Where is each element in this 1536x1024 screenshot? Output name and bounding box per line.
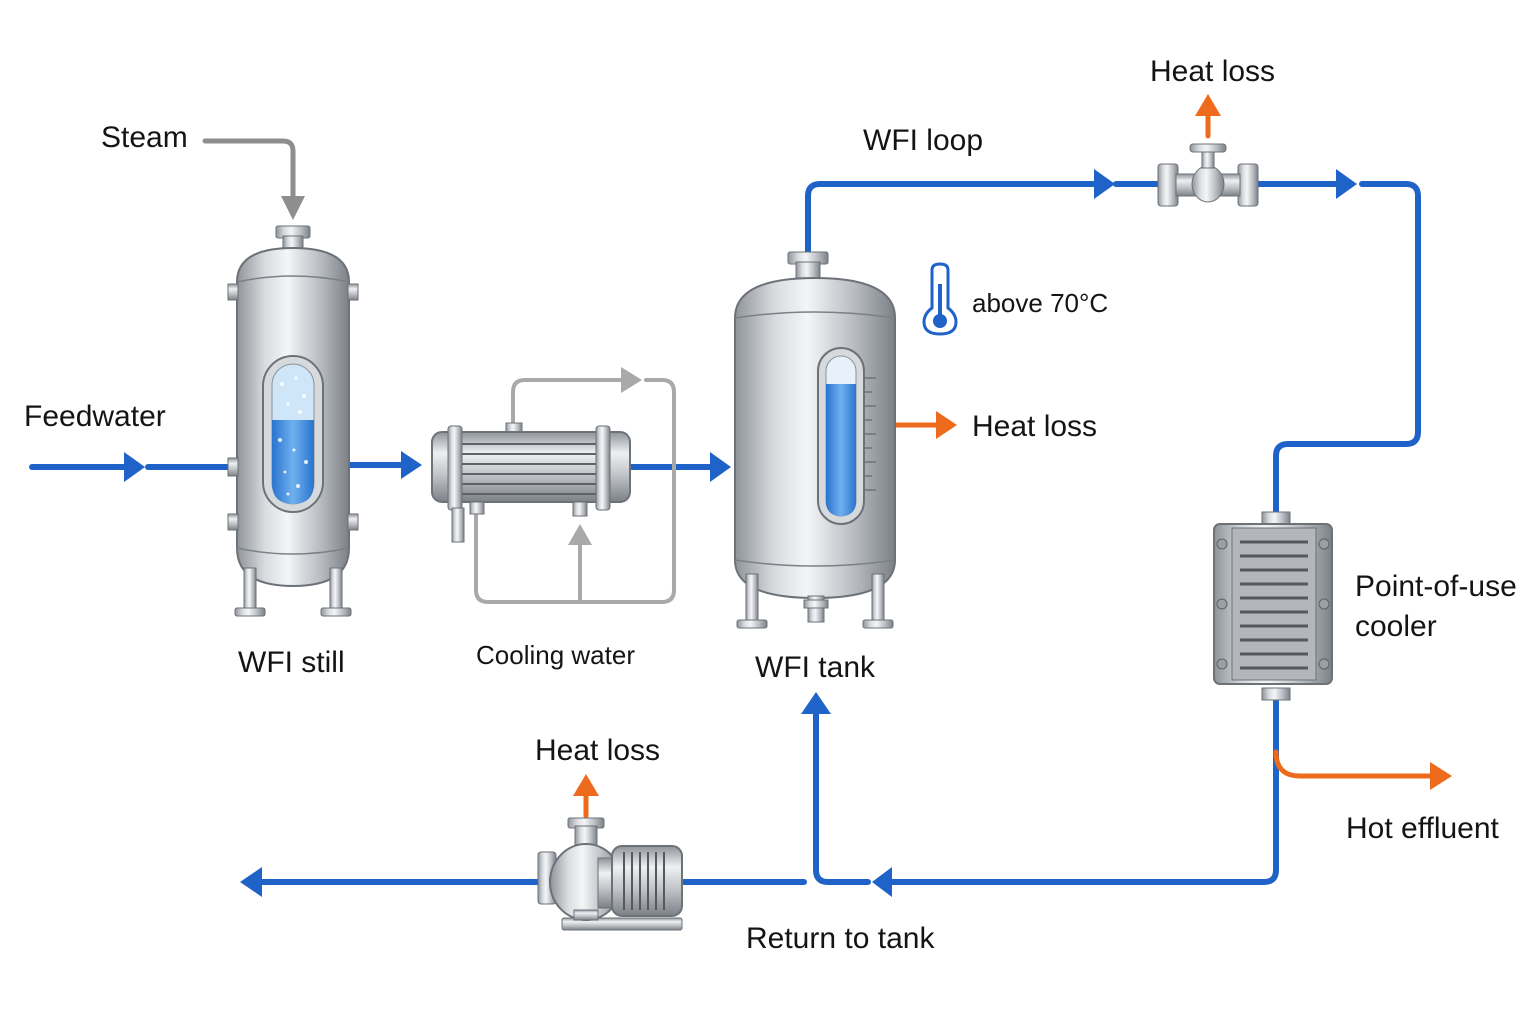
hot-effluent-label: Hot effluent [1346,812,1500,845]
arrow-head-icon [801,692,831,714]
labels: Steam Feedwater WFI still Cooling water … [24,55,1517,955]
arrow-head-icon [1094,169,1115,199]
wfi-still-label: WFI still [238,646,345,679]
point-of-use-cooler-unit [1213,511,1333,701]
cooling-water-label: Cooling water [476,640,635,670]
wfi-tank-label: WFI tank [755,651,876,684]
wfi-loop-supply-line [805,181,1097,255]
thermometer-icon [922,262,958,336]
heat-arrow-icon [1195,94,1221,116]
arrow-head-icon [710,452,731,482]
hot-effluent-line [1273,749,1435,779]
heat-arrow-icon [573,774,599,796]
wfi-tank-vessel [734,251,896,629]
piping [29,111,1435,885]
flow-arrows [124,94,1452,897]
arrow-head-icon [401,451,422,479]
arrow-head-icon [872,867,892,897]
wfi-loop-label: WFI loop [863,124,983,157]
loop-valve [1157,143,1259,207]
feedwater-label: Feedwater [24,400,166,433]
heat-arrow-icon [936,411,957,439]
wfi-still-vessel [227,225,359,617]
arrow-head-icon [281,196,305,220]
tank-heat-loss-label: Heat loss [972,410,1097,443]
valve-heat-loss-label: Heat loss [1150,55,1275,88]
arrow-head-icon [240,867,262,897]
wfi-loop-right-line [1273,181,1421,515]
return-to-tank-line [813,709,871,885]
cooler-return-line [889,697,1279,885]
heat-arrow-icon [1430,762,1452,790]
circulation-pump [537,817,683,931]
steam-line [202,138,296,201]
arrow-head-icon [124,452,145,482]
condenser-heat-exchanger [431,422,631,543]
pump-heat-loss-label: Heat loss [535,734,660,767]
cooler-label-line-2: cooler [1355,610,1437,643]
arrow-head-icon [568,524,592,545]
steam-label: Steam [101,121,188,154]
return-to-tank-label: Return to tank [746,922,935,955]
arrow-head-icon [1336,169,1357,199]
tank-temperature-label: above 70°C [972,288,1108,318]
arrow-head-icon [621,367,642,393]
cooler-label-line-1: Point-of-use [1355,570,1517,603]
cooling-water-loop [474,378,676,604]
